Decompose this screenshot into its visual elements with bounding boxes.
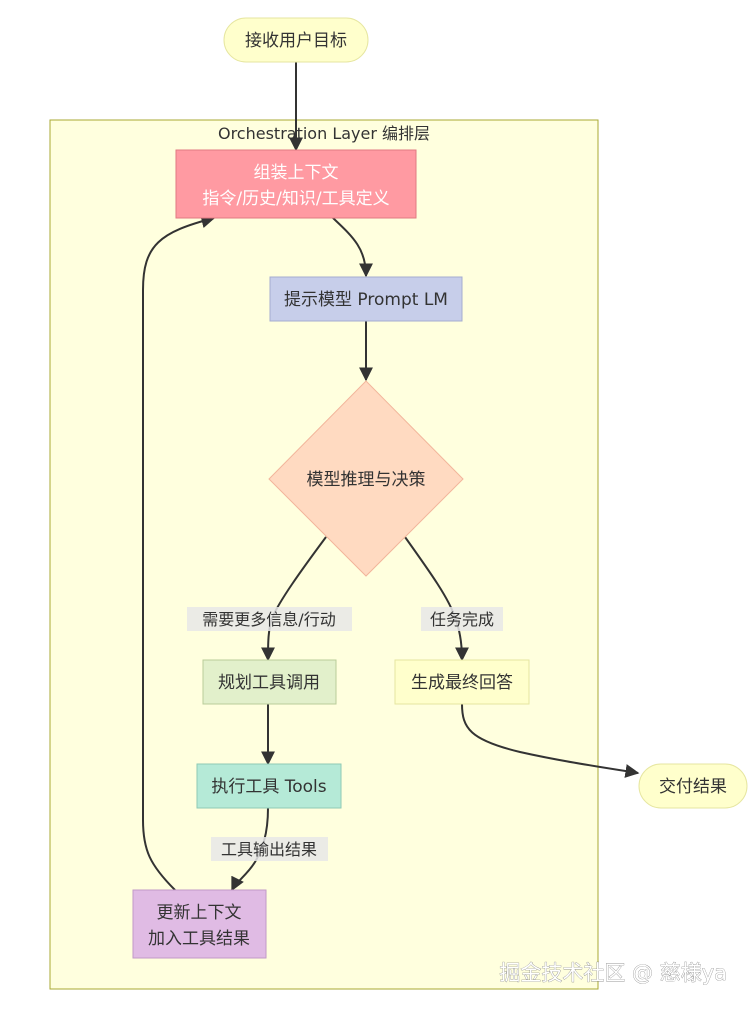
- watermark: 掘金技术社区 @ 慈様ya: [499, 961, 727, 985]
- node-decision: 模型推理与决策: [268, 380, 464, 577]
- edge-labels: 需要更多信息/行动 任务完成 工具输出结果: [187, 607, 503, 861]
- edge-label-bg-task-complete: [421, 607, 503, 631]
- edge-update-to-assemble: [142, 214, 216, 891]
- node-decision-label: 模型推理与决策: [307, 470, 426, 490]
- edge-answer-to-deliver: [461, 703, 640, 778]
- edge-assemble-to-prompt: [332, 217, 373, 278]
- node-update-context: 更新上下文 加入工具结果: [132, 889, 267, 959]
- subgraph-title: Orchestration Layer 编排层: [218, 124, 430, 143]
- edge-label-task-complete: 任务完成: [430, 610, 494, 629]
- node-deliver-result-label: 交付结果: [659, 777, 727, 797]
- edge-label-bg-need-more-info: [187, 607, 352, 631]
- edge-label-bg-tool-output: [211, 837, 328, 861]
- node-assemble-context-line2: 指令/历史/知识/工具定义: [202, 189, 389, 209]
- node-receive-goal-label: 接收用户目标: [245, 31, 347, 51]
- node-prompt-model-label: 提示模型 Prompt LM: [284, 290, 448, 310]
- node-execute-tools-label: 执行工具 Tools: [211, 777, 326, 797]
- node-generate-answer: 生成最终回答: [394, 659, 530, 705]
- node-assemble-context: 组装上下文 指令/历史/知识/工具定义: [175, 149, 417, 219]
- node-update-context-line1: 更新上下文: [157, 903, 242, 923]
- node-execute-tools: 执行工具 Tools: [196, 763, 342, 809]
- node-update-context-line2: 加入工具结果: [148, 929, 250, 949]
- edge-execute-to-update: [231, 807, 269, 892]
- node-receive-goal: 接收用户目标: [223, 17, 369, 63]
- node-prompt-model: 提示模型 Prompt LM: [269, 276, 463, 322]
- node-generate-answer-label: 生成最终回答: [411, 673, 513, 693]
- node-plan-tool-call-label: 规划工具调用: [218, 673, 320, 693]
- edges: [142, 62, 640, 892]
- node-assemble-context-line1: 组装上下文: [254, 163, 339, 183]
- edge-label-tool-output: 工具输出结果: [221, 840, 317, 859]
- edge-label-need-more-info: 需要更多信息/行动: [202, 610, 335, 629]
- node-plan-tool-call: 规划工具调用: [202, 659, 337, 705]
- node-deliver-result: 交付结果: [638, 763, 748, 809]
